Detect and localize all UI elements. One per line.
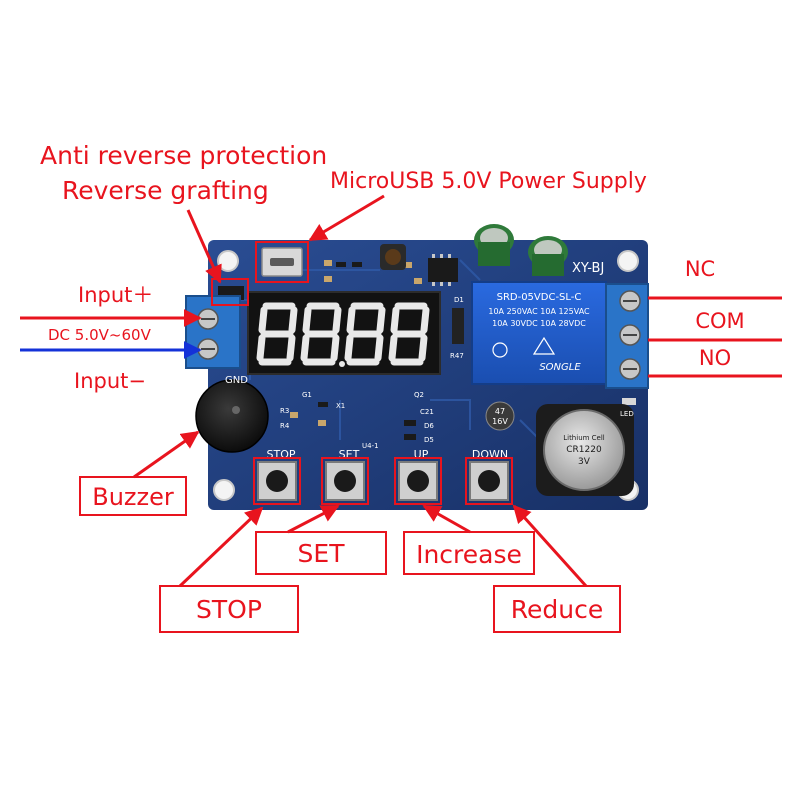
warning-triangle-icon [532, 336, 556, 355]
electrolytic-capacitor [474, 224, 514, 266]
silk-d1: D1 [454, 296, 464, 304]
battery-type: Lithium Cell [563, 434, 605, 442]
status-led-icon [622, 398, 636, 405]
silk-d5: D5 [424, 436, 434, 444]
display-digits [256, 302, 430, 366]
increase-label: Increase [416, 540, 522, 569]
relay-rating-dc: 10A 30VDC 10A 28VDC [492, 319, 586, 328]
relay-model: SRD-05VDC-SL-C [497, 292, 582, 303]
silk-c21: C21 [420, 408, 434, 416]
inductor [380, 244, 406, 270]
buzzer-arrow [133, 430, 200, 479]
buzzer [195, 379, 269, 453]
reduce-arrow [512, 504, 588, 588]
stop-callout-box [159, 585, 299, 633]
microusb-port [261, 247, 303, 277]
silk-x1: X1 [336, 402, 345, 410]
gnd-label: GND [225, 375, 248, 386]
silk-q2: Q2 [414, 391, 424, 399]
up-button[interactable] [398, 461, 438, 501]
buzzer-callout-box [79, 476, 187, 516]
microusb-arrow [308, 194, 385, 242]
buzzer-label: Buzzer [92, 483, 174, 511]
set-callout-box [255, 531, 387, 575]
set-button[interactable] [325, 461, 365, 501]
reverse-grafting-label: Reverse grafting [62, 176, 269, 205]
mounting-hole-icon [213, 479, 235, 501]
anti-reverse-label: Anti reverse protection [40, 141, 327, 170]
relay-brand: SONGLE [539, 362, 581, 373]
relay: SRD-05VDC-SL-C 10A 250VAC 10A 125VAC 10A… [471, 281, 607, 385]
set-silk-label: SET [339, 448, 360, 461]
down-silk-label: DOWN [472, 448, 508, 461]
silk-led: LED [620, 410, 634, 418]
microusb-label: MicroUSB 5.0V Power Supply [330, 169, 647, 194]
up-silk-label: UP [414, 448, 429, 461]
battery-voltage: 3V [578, 457, 591, 467]
stop-button[interactable] [257, 461, 297, 501]
capacitor-voltage: 16V [492, 417, 508, 426]
mounting-hole-icon [217, 250, 239, 272]
no-label: NO [699, 346, 731, 370]
small-capacitor: 47 16V [485, 401, 515, 431]
set-button-highlight [321, 457, 369, 505]
stop-arrow [178, 506, 264, 588]
stop-label: STOP [196, 595, 262, 624]
capacitor-value: 47 [495, 407, 505, 416]
stop-button-highlight [253, 457, 301, 505]
silk-r47: R47 [450, 352, 464, 360]
smd-components [290, 260, 422, 440]
up-button-highlight [394, 457, 442, 505]
com-label: COM [695, 309, 744, 333]
reduce-callout-box [493, 585, 621, 633]
silk-r4: R4 [280, 422, 290, 430]
increase-callout-box [403, 531, 535, 575]
mounting-hole-icon [617, 250, 639, 272]
stop-silk-label: STOP [267, 448, 296, 461]
input-terminal-block [185, 295, 241, 369]
silk-u4: U4-1 [362, 442, 379, 450]
coin-cell-battery: Lithium Cell CR1220 3V [536, 404, 634, 496]
input-plus-label: Input＋ [78, 283, 153, 307]
diode-d1 [452, 308, 464, 344]
down-button[interactable] [469, 461, 509, 501]
relay-rating-ac: 10A 250VAC 10A 125VAC [488, 307, 590, 316]
reduce-label: Reduce [511, 595, 603, 624]
seven-segment-display [247, 291, 441, 375]
set-label: SET [298, 539, 346, 568]
silk-g1: G1 [302, 391, 312, 399]
set-arrow [287, 504, 340, 534]
electrolytic-capacitor [528, 236, 568, 276]
ul-mark-icon [492, 342, 508, 358]
microcontroller-chip [428, 254, 458, 286]
input-minus-label: Input− [74, 369, 146, 393]
board-model: XY-BJ [572, 261, 604, 276]
battery-model: CR1220 [566, 445, 602, 455]
increase-arrow [422, 504, 471, 534]
reverse-protection-highlight [211, 278, 249, 306]
nc-label: NC [685, 257, 715, 281]
silk-r3: R3 [280, 407, 289, 415]
relay-terminal-block [605, 283, 649, 389]
microusb-highlight [255, 241, 309, 283]
dc-range-label: DC 5.0V~60V [48, 326, 152, 344]
down-button-highlight [465, 457, 513, 505]
reverse-grafting-arrow [186, 209, 222, 284]
silk-d6: D6 [424, 422, 434, 430]
